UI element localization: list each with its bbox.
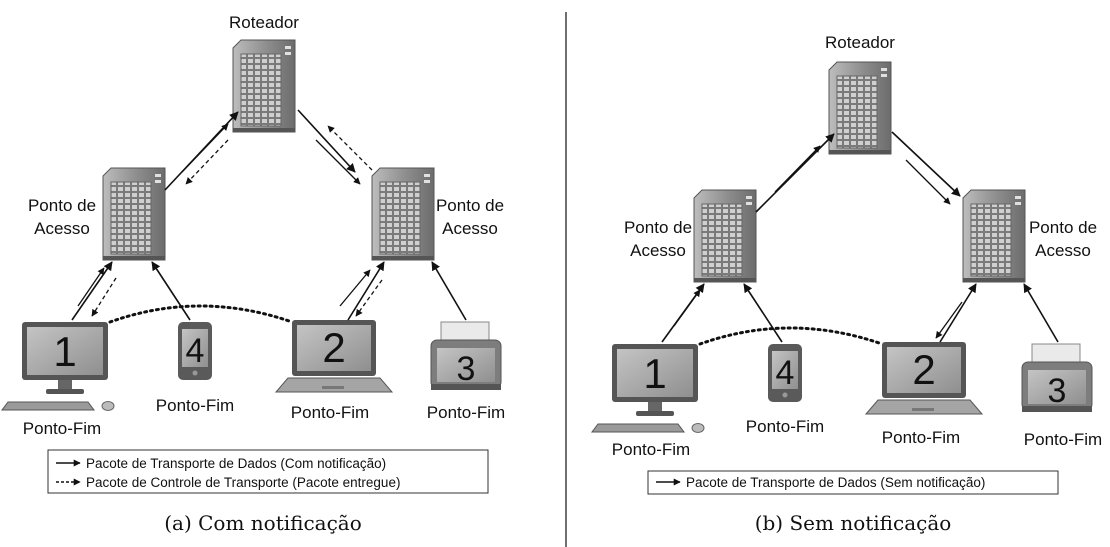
endpoint-label-3-b: Ponto-Fim <box>1024 430 1102 449</box>
caption-a: (a) Com notificação <box>164 511 362 535</box>
legend-a: Pacote de Transporte de Dados (Com notif… <box>47 449 489 494</box>
endpoint-label-1-a: Ponto-Fim <box>23 419 101 438</box>
node-number-3-a: 3 <box>457 350 476 388</box>
legend-dashed-a: Pacote de Controle de Transporte (Pacote… <box>86 475 400 490</box>
router-label-a: Roteador <box>229 13 299 32</box>
node-number-2-a: 2 <box>322 324 345 371</box>
node-number-1-a: 1 <box>53 328 76 375</box>
legend-solid-b: Pacote de Transporte de Dados (Sem notif… <box>686 475 985 490</box>
node-number-4-b: 4 <box>776 354 795 392</box>
ap-right-label-b-2: Acesso <box>1035 241 1091 260</box>
ap-left-label-a-2: Acesso <box>34 219 90 238</box>
endpoint-label-2-b: Ponto-Fim <box>882 428 960 447</box>
node-number-1-b: 1 <box>643 350 666 397</box>
legend-solid-a: Pacote de Transporte de Dados (Com notif… <box>86 456 386 471</box>
ap-right-label-a-1: Ponto de <box>436 196 504 215</box>
ap-right-label-a-2: Acesso <box>442 219 498 238</box>
access-point-right-a <box>371 167 435 261</box>
ap-left-label-b-2: Acesso <box>630 241 686 260</box>
router-b <box>828 61 892 155</box>
panel-a: Roteador Ponto de Acesso Ponto de Acesso… <box>1 13 505 535</box>
ap-right-label-b-1: Ponto de <box>1029 218 1097 237</box>
endpoint-label-1-b: Ponto-Fim <box>612 440 690 459</box>
endpoint-label-4-b: Ponto-Fim <box>746 417 824 436</box>
node-number-4-a: 4 <box>186 332 205 370</box>
node-number-2-b: 2 <box>912 346 935 393</box>
router-label-b: Roteador <box>825 33 895 52</box>
ap-left-label-a-1: Ponto de <box>28 196 96 215</box>
caption-b: (b) Sem notificação <box>755 511 952 535</box>
access-point-right-b <box>962 189 1026 283</box>
panel-b: Roteador Ponto de Acesso Ponto de Acesso… <box>591 33 1102 535</box>
access-point-left-a <box>102 167 166 261</box>
access-point-left-b <box>693 189 757 283</box>
node-number-3-b: 3 <box>1048 372 1067 410</box>
ap-left-label-b-1: Ponto de <box>624 218 692 237</box>
router-a <box>232 39 296 133</box>
endpoint-label-4-a: Ponto-Fim <box>156 396 234 415</box>
endpoint-label-2-a: Ponto-Fim <box>291 403 369 422</box>
endpoint-label-3-a: Ponto-Fim <box>427 403 505 422</box>
legend-b: Pacote de Transporte de Dados (Sem notif… <box>647 470 1059 495</box>
